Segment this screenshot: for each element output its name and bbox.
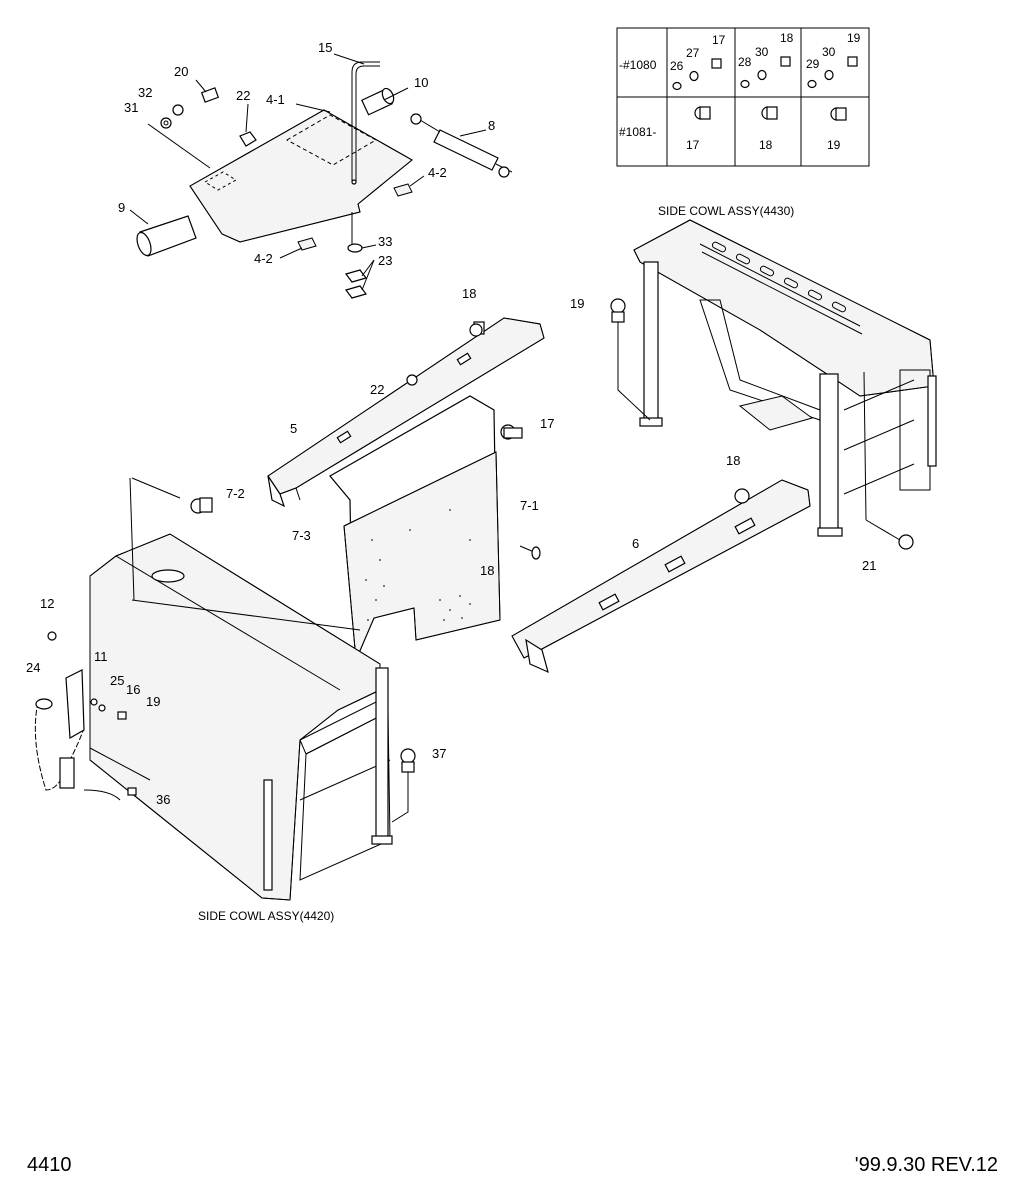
fastener-table: -#1080 #1081- 26 27 17 28 30 18 29 30 19…	[616, 27, 870, 167]
table-cell: 17	[712, 33, 726, 47]
callout-32: 32	[138, 85, 152, 100]
table-row-label: -#1080	[619, 58, 657, 72]
callout-22: 22	[236, 88, 250, 103]
callout-18: 21	[862, 558, 876, 573]
callout-22: 22	[370, 382, 384, 397]
table-cell: 19	[847, 31, 861, 45]
side-cowl-left	[34, 477, 416, 901]
callout-19: 37	[432, 746, 446, 761]
callout-5: 5	[290, 421, 297, 436]
callout-4-1: 4-1	[266, 92, 285, 107]
callout-21: 12	[40, 596, 54, 611]
caption-side-cowl-right: SIDE COWL ASSY(4430)	[658, 204, 794, 218]
callout-15: 15	[318, 40, 332, 55]
callout-11: 24	[26, 660, 40, 675]
page-number: 4410	[27, 1154, 72, 1176]
table-cell: 18	[759, 138, 773, 152]
callout-6: 6	[632, 536, 639, 551]
callout-4-2: 4-2	[254, 251, 273, 266]
table-cell: 27	[686, 46, 700, 60]
table-cell: 30	[822, 45, 836, 59]
callouts: 15 20 10 32 22 4-1 31 8 4-2 9 33 4-2 23 …	[26, 40, 876, 807]
callout-18: 18	[462, 286, 476, 301]
callout-20: 20	[174, 64, 188, 79]
callout-23: 23	[378, 253, 392, 268]
callout-16: 19	[146, 694, 160, 709]
callout-18: 7-2	[226, 486, 245, 501]
callout-24: 25	[110, 673, 124, 688]
callout-17: 17	[540, 416, 554, 431]
callout-4-2: 4-2	[428, 165, 447, 180]
callout-25: 16	[126, 682, 140, 697]
panel-7	[329, 395, 541, 661]
top-plate-assembly	[129, 53, 513, 299]
rail-6	[511, 479, 914, 674]
revision-stamp: '99.9.30 REV.12	[854, 1154, 998, 1176]
callout-19: 19	[570, 296, 584, 311]
callout-31: 31	[124, 100, 138, 115]
callout-7-1: 7-3	[292, 528, 311, 543]
callout-7-2: 7-1	[520, 498, 539, 513]
table-cell: 30	[755, 45, 769, 59]
side-cowl-right	[610, 219, 937, 541]
table-cell: 17	[686, 138, 700, 152]
table-cell: 29	[806, 57, 820, 71]
table-row-label: #1081-	[619, 125, 656, 139]
callout-33: 33	[378, 234, 392, 249]
callout-8: 8	[488, 118, 495, 133]
table-cell: 18	[780, 31, 794, 45]
callout-37: 36	[156, 792, 170, 807]
callout-7-3: 18	[480, 563, 494, 578]
callout-18: 18	[726, 453, 740, 468]
rail-5	[267, 317, 545, 508]
table-cell: 28	[738, 55, 752, 69]
table-cell: 19	[827, 138, 841, 152]
callout-9: 9	[118, 200, 125, 215]
table-cell: 26	[670, 59, 684, 73]
caption-side-cowl-left: SIDE COWL ASSY(4420)	[198, 909, 334, 923]
callout-12: 11	[94, 649, 108, 664]
callout-10: 10	[414, 75, 428, 90]
